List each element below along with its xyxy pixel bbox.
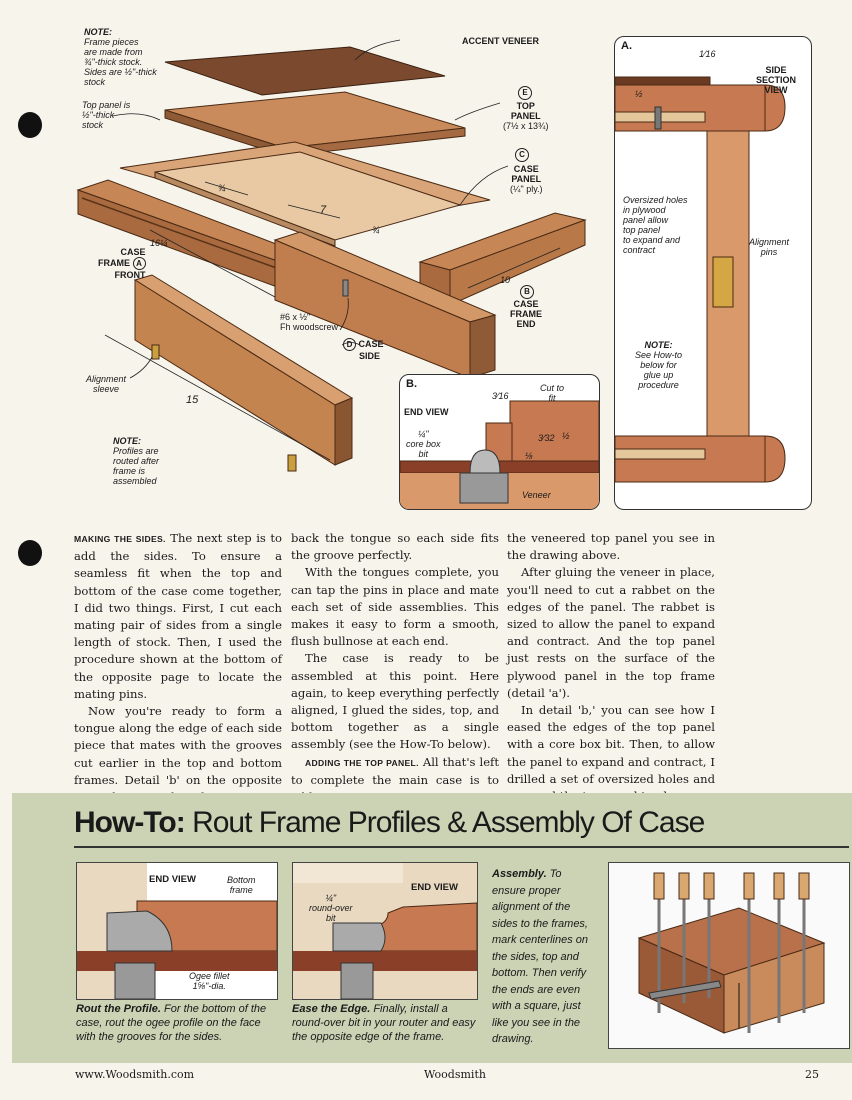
callout-c: C (515, 148, 529, 162)
adding-top-panel-heading: ADDING THE TOP PANEL. (305, 757, 419, 768)
footer-magazine: Woodsmith (424, 1068, 486, 1081)
veneer-label: Veneer (522, 490, 551, 500)
panel1-end-view: END VIEW (149, 874, 196, 885)
article-column-3: the veneered top panel you see in the dr… (507, 531, 715, 803)
dim-15: 15 (186, 394, 199, 406)
dim-3-32: 3⁄32 (538, 433, 555, 443)
page-number: 25 (805, 1068, 819, 1081)
dim-half-a: ½ (635, 89, 643, 99)
callout-e: E (518, 86, 532, 100)
side-section-view-label: SIDE SECTION VIEW (756, 65, 797, 95)
article-column-1: MAKING THE SIDES. The next step is to ad… (74, 531, 282, 804)
dim-1-8: ⅛ (525, 451, 533, 461)
howto-panel-ease-edge: ¼" round-over bit END VIEW (292, 862, 478, 1000)
making-sides-heading: MAKING THE SIDES. (74, 534, 166, 544)
detail-b-end-view: b. END VIEW 3⁄16 Cut to fit ¼" core box … (399, 374, 600, 510)
exploded-diagram (76, 39, 587, 472)
dim-7: 7 (320, 204, 327, 216)
callout-b: B (520, 285, 534, 299)
howto-rule (74, 846, 849, 848)
alignment-sleeve-shape (151, 344, 160, 360)
dim-half-b: ½ (562, 431, 570, 441)
howto-panel-rout-profile: END VIEW Bottom frame Ogee fillet 1⅝"-di… (76, 862, 278, 1000)
alignment-sleeve-label: Alignment sleeve (86, 374, 127, 394)
case-frame-front-label: CASE FRAME A FRONT (98, 247, 146, 280)
oversized-holes-note: Oversized holes in plywood panel allow t… (623, 195, 688, 255)
caption-ease-edge: Ease the Edge. Finally, install a round-… (292, 1003, 476, 1043)
note-top-panel: Top panel is ½"-thick stock (82, 100, 131, 130)
caption-rout-profile: Rout the Profile. For the bottom of the … (76, 1003, 267, 1043)
dim-16-1-4: 16¼ (150, 238, 168, 248)
case-side-label: D CASE SIDE (343, 338, 384, 361)
roundover-bit-label: ¼" round-over bit (309, 893, 353, 923)
woodscrew-label: #6 x ½" Fh woodscrew (280, 312, 339, 332)
caption-assembly: Assembly. To ensure proper alignment of … (492, 868, 588, 1045)
detail-a-note: NOTE: See How-to below for glue up proce… (635, 340, 683, 390)
dim-1-16: 1⁄16 (699, 49, 716, 59)
woodscrew-shape (342, 279, 349, 297)
case-panel-label: CASE PANEL (¼" ply.) (510, 164, 543, 194)
dim-3-16: 3⁄16 (492, 391, 509, 401)
note-frame-pieces: NOTE: Frame pieces are made from ¾"-thic… (84, 27, 157, 87)
case-frame-end-label: CASE FRAME END (510, 299, 542, 329)
top-panel-label: TOP PANEL (7½ x 13¾) (503, 101, 549, 131)
detail-b-end-view-label: END VIEW (404, 407, 449, 417)
footer-url[interactable]: www.Woodsmith.com (75, 1068, 195, 1081)
dim-3-4-left: ¾ (218, 183, 226, 193)
note-profiles: NOTE: Profiles are routed after frame is… (113, 436, 160, 486)
detail-b-tag: b. (406, 378, 417, 390)
alignment-pins-label: Alignment pins (749, 237, 790, 257)
accent-veneer-shape (164, 46, 446, 96)
panel2-end-view: END VIEW (411, 882, 458, 893)
core-box-bit-label: ¼" core box bit (406, 429, 441, 459)
article-column-2: back the tongue so each side fits the gr… (291, 531, 500, 804)
binder-hole (18, 540, 42, 566)
cut-to-fit-label: Cut to fit (540, 383, 565, 403)
dim-3-4-right: ¾ (372, 225, 380, 235)
dim-10: 10 (500, 275, 511, 285)
howto-title: How-To: Rout Frame Profiles & Assembly O… (74, 806, 705, 839)
detail-a-side-section: a. 1⁄16 ½ SIDE SECTION VIEW Oversized ho… (614, 36, 812, 510)
accent-veneer-label: ACCENT VENEER (462, 36, 540, 46)
ogee-fillet-label: Ogee fillet 1⅝"-dia. (189, 971, 230, 991)
bottom-frame-label: Bottom frame (227, 875, 256, 895)
detail-a-tag: a. (621, 40, 632, 52)
binder-hole (18, 112, 42, 138)
howto-panel-assembly (608, 862, 850, 1049)
